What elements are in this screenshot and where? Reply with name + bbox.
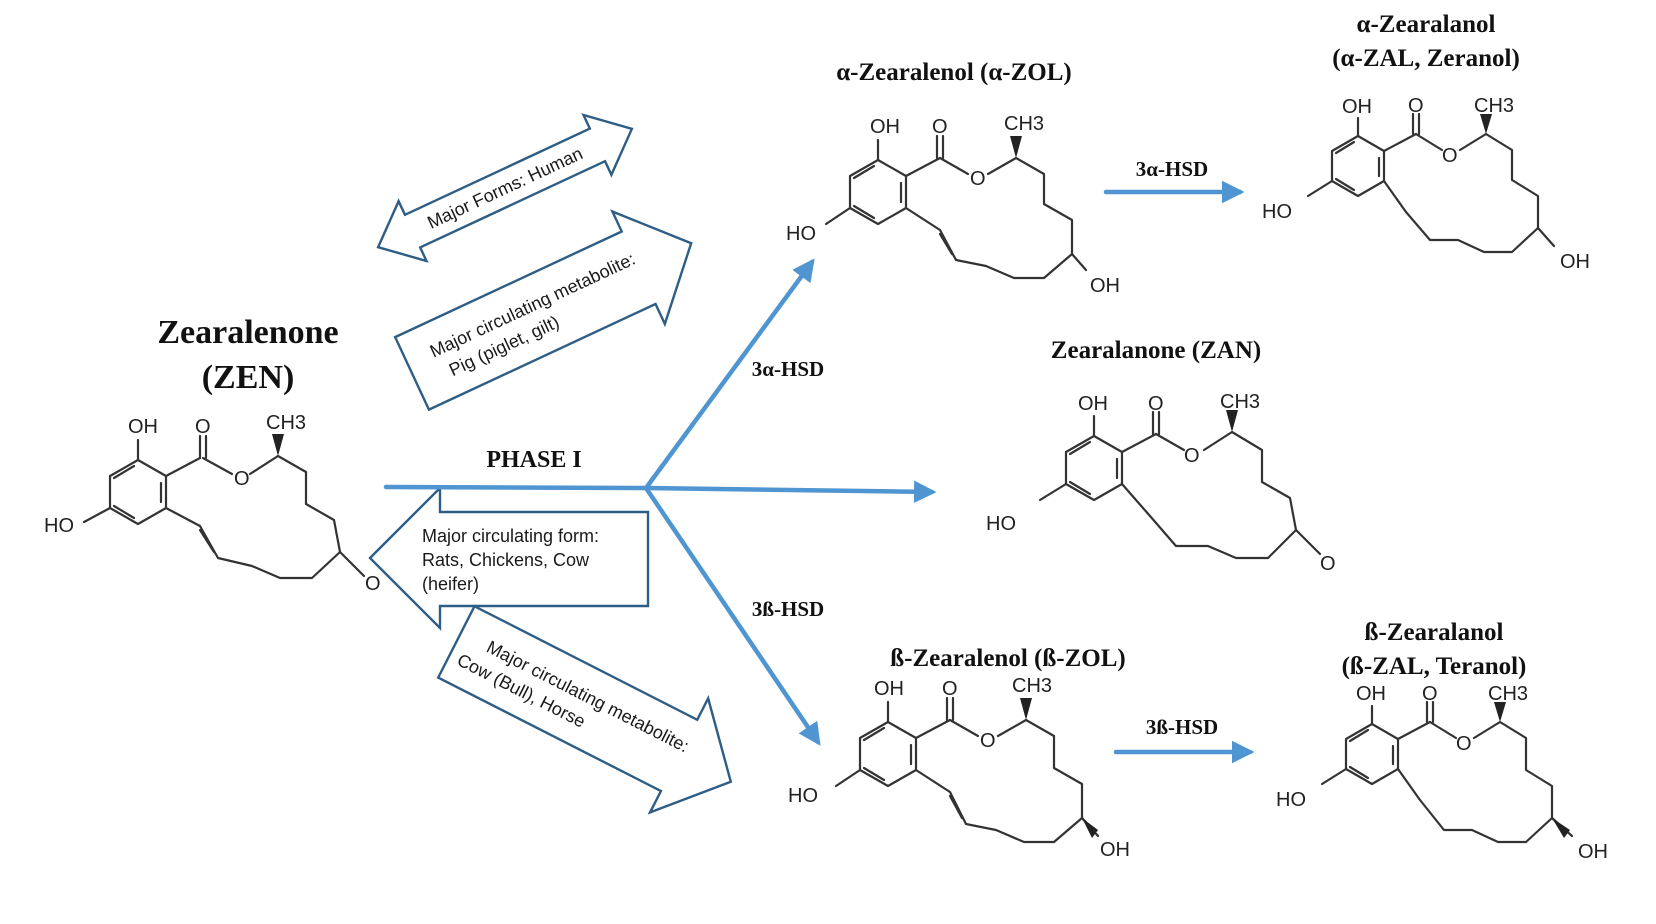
b-zal-oh-top: OH: [1356, 683, 1386, 705]
b-zal-ch3: CH3: [1488, 683, 1528, 705]
b-zal-oh-wedge: [1552, 818, 1570, 838]
molecule-b-zal: ß-Zearalanol (ß-ZAL, Teranol) OH HO O O …: [1276, 619, 1608, 863]
zan-ch3: CH3: [1220, 391, 1260, 413]
note-rats-line3: (heifer): [422, 574, 479, 594]
zen-ch3: CH3: [266, 412, 306, 434]
molecule-a-zol: α-Zearalenol (α-ZOL) OH HO O O CH3 OH: [786, 59, 1120, 297]
a-zol-ho-left: HO: [786, 223, 816, 245]
zan-carbonyl-o: O: [1148, 393, 1164, 415]
molecule-zan: Zearalanone (ZAN) OH HO O O CH3 O: [986, 337, 1336, 575]
b-zal-oh-ring: OH: [1578, 841, 1608, 863]
zan-title: Zearalanone (ZAN): [1051, 337, 1261, 364]
b-zal-carbonyl-o: O: [1422, 683, 1438, 705]
zen-stereo-wedge: [272, 434, 284, 456]
a-zal-oh-top: OH: [1342, 96, 1372, 118]
b-zol-oh-ring: OH: [1100, 839, 1130, 861]
a-zol-oh-top: OH: [870, 116, 900, 138]
a-zal-title-line2: (α-ZAL, Zeranol): [1332, 45, 1520, 72]
note-rats-line1: Major circulating form:: [422, 526, 599, 546]
a-zal-carbonyl-o: O: [1408, 95, 1424, 117]
a-zol-carbonyl-o: O: [932, 116, 948, 138]
b-zol-carbonyl-o: O: [942, 678, 958, 700]
arrow-to-zan: [643, 480, 937, 503]
molecule-zen: Zearalenone (ZEN) OH HO O O CH3 O: [44, 314, 381, 595]
zen-ho-left: HO: [44, 515, 74, 537]
enzyme-to-b-zol: 3ß-HSD: [752, 597, 824, 621]
molecule-a-zal: α-Zearalanol (α-ZAL, Zeranol) OH HO O O …: [1262, 11, 1590, 273]
arrow-to-b-zol: [643, 485, 821, 746]
zen-ketone-o: O: [365, 573, 381, 595]
enzyme-a-zol-to-a-zal: 3α-HSD: [1136, 157, 1208, 181]
a-zal-ho-left: HO: [1262, 201, 1292, 223]
a-zal-title-line1: α-Zearalanol: [1357, 11, 1496, 38]
zan-ketone-o: O: [1320, 553, 1336, 575]
zan-ring-o: O: [1184, 445, 1200, 467]
phase-i-stem: [383, 484, 649, 491]
b-zol-stereo-wedge: [1020, 698, 1032, 720]
b-zol-ring-o: O: [980, 730, 996, 752]
b-zol-oh-wedge: [1082, 818, 1098, 838]
zen-oh-top: OH: [128, 416, 158, 438]
b-zol-oh-top: OH: [874, 678, 904, 700]
phase-label: PHASE I: [486, 447, 581, 473]
a-zal-stereo-wedge: [1480, 114, 1492, 134]
b-zol-ch3: CH3: [1012, 675, 1052, 697]
b-zal-stereo-wedge: [1494, 702, 1506, 722]
note-rats-line2: Rats, Chickens, Cow: [422, 550, 590, 570]
a-zol-title: α-Zearalenol (α-ZOL): [836, 59, 1072, 86]
zan-ho-left: HO: [986, 513, 1016, 535]
note-human-label: Major Forms: Human: [424, 143, 586, 233]
b-zal-title-line1: ß-Zearalanol: [1365, 619, 1504, 646]
enzyme-to-a-zol: 3α-HSD: [752, 357, 824, 381]
b-zal-title-line2: (ß-ZAL, Teranol): [1342, 653, 1527, 680]
molecule-b-zol: ß-Zearalenol (ß-ZOL) OH HO O O CH3 OH: [788, 645, 1130, 861]
note-arrow-rats: Major circulating form: Rats, Chickens, …: [368, 485, 650, 631]
b-zal-ring-o: O: [1456, 733, 1472, 755]
b-zol-title: ß-Zearalenol (ß-ZOL): [890, 645, 1125, 672]
enzyme-b-zol-to-b-zal: 3ß-HSD: [1146, 715, 1218, 739]
b-zal-ho-left: HO: [1276, 789, 1306, 811]
zan-oh-top: OH: [1078, 393, 1108, 415]
zen-carbonyl-o: O: [195, 416, 211, 438]
a-zol-stereo-wedge: [1010, 136, 1022, 158]
pathway-arrows: [383, 180, 1255, 764]
a-zol-oh-ring: OH: [1090, 275, 1120, 297]
b-zol-ho-left: HO: [788, 785, 818, 807]
arrow-to-a-zol: [643, 258, 815, 491]
zen-title-line2: (ZEN): [202, 359, 295, 396]
a-zal-ring-o: O: [1442, 145, 1458, 167]
a-zal-ch3: CH3: [1474, 95, 1514, 117]
a-zol-ch3: CH3: [1004, 113, 1044, 135]
zen-ring-o: O: [234, 468, 250, 490]
a-zal-oh-ring: OH: [1560, 251, 1590, 273]
zen-title-line1: Zearalenone: [157, 314, 338, 351]
note-arrow-cow: Major circulating metabolite: Cow (Bull)…: [436, 604, 733, 815]
a-zol-ring-o: O: [970, 168, 986, 190]
zan-stereo-wedge: [1226, 410, 1238, 432]
